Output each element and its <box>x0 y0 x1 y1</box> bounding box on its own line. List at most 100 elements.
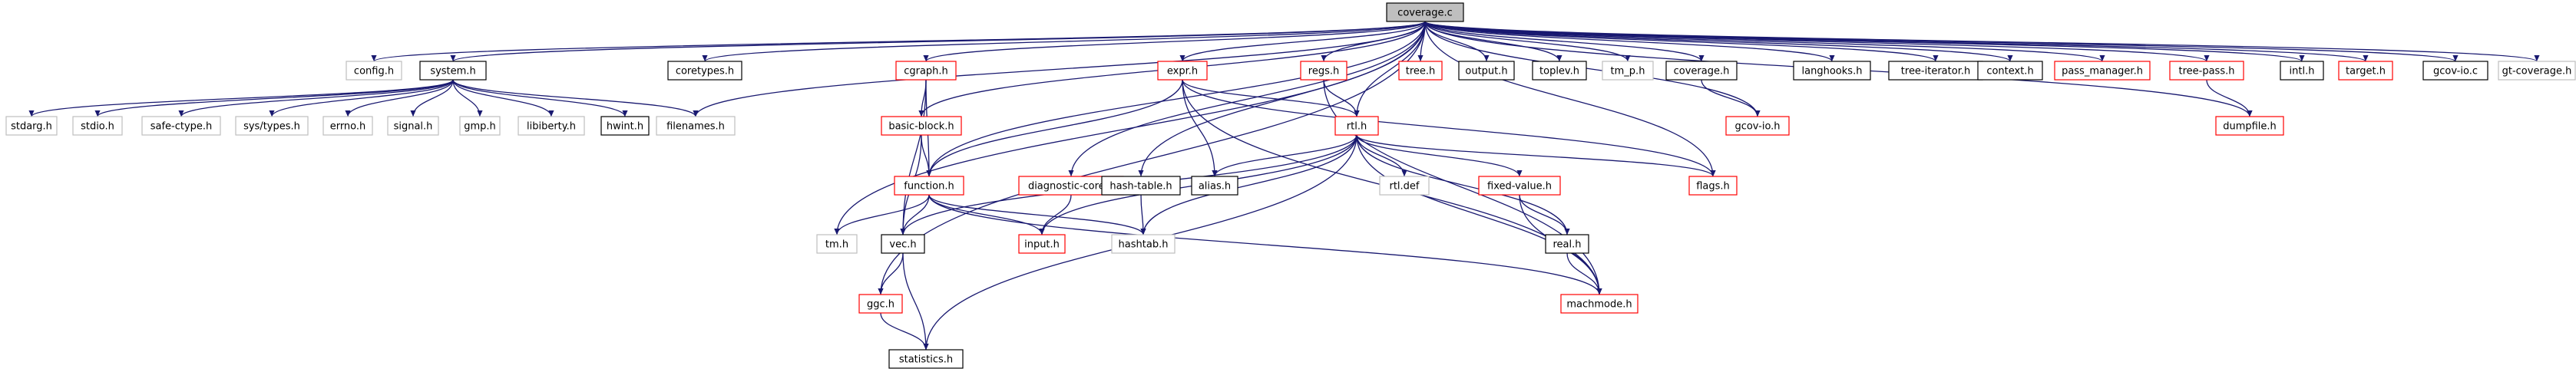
node-box <box>1725 116 1790 136</box>
node-label: stdio.h <box>81 121 114 133</box>
edge-coverage_c-to-tree_iterator_h <box>1424 21 1939 62</box>
node-coverage-h[interactable]: coverage.h <box>1665 61 1738 81</box>
edge-function_h-to-input_h <box>928 194 1045 235</box>
node-box <box>881 116 962 136</box>
node-stdio-h: stdio.h <box>72 116 123 136</box>
edge-function_h-to-hashtab_h <box>928 194 1146 235</box>
node-intl-h[interactable]: intl.h <box>2280 61 2324 81</box>
node-hash-table-h[interactable]: hash-table.h <box>1101 176 1181 196</box>
node-input-h[interactable]: input.h <box>1018 234 1066 254</box>
node-context-h[interactable]: context.h <box>1977 61 2043 81</box>
node-label: libiberty.h <box>527 121 576 133</box>
node-vec-h[interactable]: vec.h <box>881 234 925 254</box>
node-label: sys/types.h <box>243 121 300 133</box>
node-label: context.h <box>1986 66 2033 77</box>
node-dumpfile-h[interactable]: dumpfile.h <box>2215 116 2284 136</box>
node-label: coverage.h <box>1674 66 1730 77</box>
edge-fixed_value_h-to-real_h <box>1519 194 1570 235</box>
node-box <box>1101 176 1181 196</box>
node-label: errno.h <box>330 121 366 133</box>
node-real-h[interactable]: real.h <box>1545 234 1589 254</box>
edge-coverage_h-to-gcov_io_h <box>1701 79 1761 117</box>
node-label: rtl.def <box>1389 181 1419 193</box>
node-label: cgraph.h <box>904 66 948 77</box>
edge-diagnostic_core_h-to-input_h <box>1039 194 1072 235</box>
node-label: dumpfile.h <box>2223 121 2277 133</box>
node-target-h[interactable]: target.h <box>2338 61 2393 81</box>
node-diagnostic-core-h[interactable]: diagnostic-core.h <box>1018 176 1124 196</box>
node-box <box>1545 234 1589 254</box>
edge-coverage_c-to-diagnostic_core_h <box>1068 21 1426 177</box>
node-box <box>1532 61 1587 81</box>
node-tree-pass-h[interactable]: tree-pass.h <box>2169 61 2244 81</box>
node-gcov-io-c[interactable]: gcov-io.c <box>2422 61 2488 81</box>
node-box <box>888 349 964 369</box>
node-box <box>141 116 221 136</box>
node-gt-coverage-h: gt-coverage.h <box>2498 61 2576 81</box>
node-alias-h[interactable]: alias.h <box>1191 176 1238 196</box>
node-label: stdarg.h <box>11 121 52 133</box>
edge-system_h-to-filenames_h <box>452 79 699 117</box>
edge-coverage_c-to-expr_h <box>1179 21 1426 62</box>
node-pass-manager-h[interactable]: pass_manager.h <box>2054 61 2151 81</box>
node-tree-h[interactable]: tree.h <box>1398 61 1443 81</box>
node-label: hwint.h <box>607 121 643 133</box>
edge-system_h-to-sys_types_h <box>269 79 454 117</box>
node-machmode-h[interactable]: machmode.h <box>1560 294 1639 314</box>
node-hashtab-h: hashtab.h <box>1111 234 1176 254</box>
node-system-h[interactable]: system.h <box>419 61 487 81</box>
node-label: machmode.h <box>1566 299 1632 311</box>
node-toplev-h[interactable]: toplev.h <box>1532 61 1587 81</box>
edge-coverage_c-to-pass_manager_h <box>1424 21 2105 62</box>
node-label: function.h <box>904 181 954 193</box>
edge-real_h-to-machmode_h <box>1566 252 1602 295</box>
node-box <box>2054 61 2151 81</box>
edge-coverage_c-to-gcov_io_c <box>1424 21 2459 62</box>
node-cgraph-h[interactable]: cgraph.h <box>895 61 957 81</box>
node-expr-h[interactable]: expr.h <box>1157 61 1208 81</box>
node-regs-h[interactable]: regs.h <box>1300 61 1348 81</box>
node-label: rtl.h <box>1347 121 1367 133</box>
edge-rtl_h-to-real_h <box>1356 134 1570 235</box>
edge-coverage_c-to-system_h <box>450 21 1426 62</box>
edge-system_h-to-safe_ctype_h <box>178 79 454 117</box>
edge-expr_h-to-flags_h <box>1182 79 1716 177</box>
edge-layer <box>28 21 2540 351</box>
node-label: fixed-value.h <box>1487 181 1552 193</box>
node-ggc-h[interactable]: ggc.h <box>858 294 903 314</box>
node-basic-block-h[interactable]: basic-block.h <box>881 116 962 136</box>
node-label: tm_p.h <box>1611 66 1645 77</box>
node-tree-iterator-h[interactable]: tree-iterator.h <box>1888 61 1983 81</box>
node-box <box>322 116 373 136</box>
edge-vec_h-to-ggc_h <box>878 252 904 295</box>
node-label: signal.h <box>394 121 433 133</box>
node-output-h[interactable]: output.h <box>1458 61 1515 81</box>
node-safe-ctype-h: safe-ctype.h <box>141 116 221 136</box>
node-box <box>1478 176 1561 196</box>
node-box <box>1300 61 1348 81</box>
node-rtl-h[interactable]: rtl.h <box>1334 116 1379 136</box>
node-label: coverage.c <box>1397 8 1453 19</box>
node-tm-p-h: tm_p.h <box>1602 61 1654 81</box>
node-flags-h[interactable]: flags.h <box>1688 176 1738 196</box>
node-coretypes-h[interactable]: coretypes.h <box>667 61 742 81</box>
node-statistics-h[interactable]: statistics.h <box>888 349 964 369</box>
node-label: filenames.h <box>666 121 725 133</box>
node-gcov-io-h[interactable]: gcov-io.h <box>1725 116 1790 136</box>
node-signal-h: signal.h <box>387 116 439 136</box>
node-label: tree.h <box>1406 66 1436 77</box>
node-box <box>656 116 736 136</box>
node-box <box>1157 61 1208 81</box>
node-box <box>2498 61 2576 81</box>
node-fixed-value-h[interactable]: fixed-value.h <box>1478 176 1561 196</box>
node-filenames-h: filenames.h <box>656 116 736 136</box>
node-box <box>419 61 487 81</box>
node-langhooks-h[interactable]: langhooks.h <box>1793 61 1871 81</box>
node-box <box>1560 294 1639 314</box>
edge-coverage_c-to-gcov_io_h <box>1424 21 1761 117</box>
node-coverage-c[interactable]: coverage.c <box>1386 2 1464 22</box>
node-hwint-h[interactable]: hwint.h <box>600 116 650 136</box>
node-function-h[interactable]: function.h <box>894 176 964 196</box>
node-box <box>346 61 402 81</box>
